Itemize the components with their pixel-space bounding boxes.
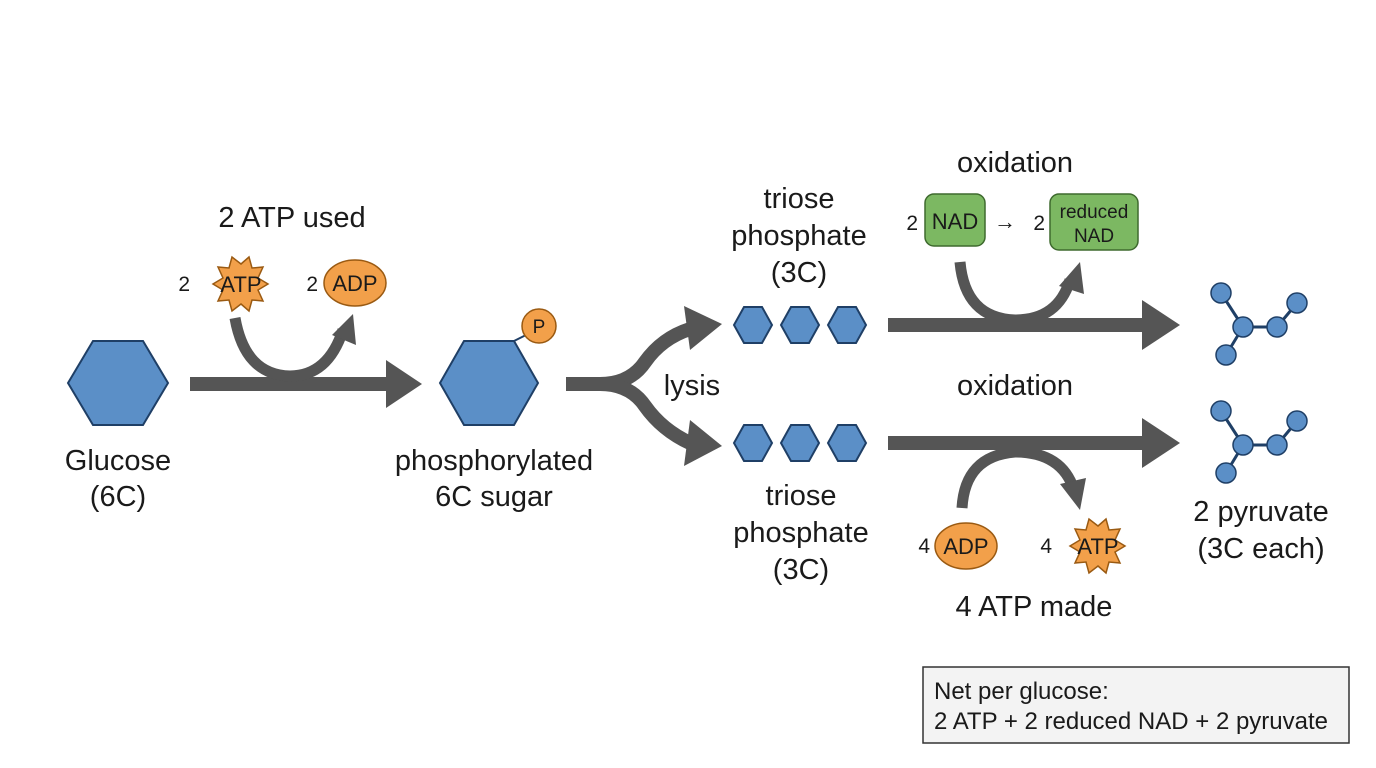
atp-starburst-icon-bottom [1068, 517, 1127, 575]
pyruvate-line2: (3C each) [1197, 533, 1324, 565]
lysis-label: lysis [664, 370, 720, 402]
oxidation-top-label: oxidation [957, 147, 1073, 179]
triose-top-hexagon-chain-icon [732, 306, 868, 344]
step1-curved-arrowhead [332, 314, 356, 345]
reduced-nad-box-icon [1049, 193, 1139, 251]
pyruvate-molecule-bottom-icon [1210, 400, 1308, 484]
pyruvate-molecule-top-icon [1210, 282, 1308, 366]
oxidation-top-reduced-line1: reduced [1060, 202, 1129, 223]
triose-bottom-line3: (3C) [773, 554, 829, 586]
lysis-split-arrow: lysis [566, 306, 722, 466]
triose-bottom-group: triose phosphate (3C) [732, 424, 869, 586]
step1-atp-used: 2 ATP used 2 ATP 2 ADP [178, 202, 387, 382]
triose-bottom-line1: triose [766, 480, 837, 512]
glucose-group: Glucose (6C) [65, 340, 171, 513]
phosphate-label: P [533, 317, 546, 338]
arrow-bottom-to-pyruvate [888, 418, 1180, 468]
triose-top-group: triose phosphate (3C) [731, 183, 868, 344]
oxidation-bottom-group: oxidation 4 ADP 4 ATP 4 ATP made [918, 370, 1127, 623]
triose-top-line1: triose [764, 183, 835, 215]
step1-adp-label: ADP [332, 271, 377, 296]
oxidation-bottom-curved-arrow [956, 446, 1080, 509]
step1-header: 2 ATP used [218, 202, 365, 234]
glucose-name: Glucose [65, 445, 171, 477]
oxidation-bottom-footer: 4 ATP made [956, 591, 1113, 623]
adp-ellipse-icon [323, 259, 387, 307]
oxidation-top-reduced-line2: NAD [1074, 226, 1114, 247]
net-line1: Net per glucose: [934, 678, 1109, 705]
phosphorylated-group: P phosphorylated 6C sugar [395, 308, 593, 513]
oxidation-bottom-adp-label: ADP [943, 534, 988, 559]
triose-bottom-line2: phosphate [733, 517, 868, 549]
triose-top-line3: (3C) [771, 257, 827, 289]
arrow-glucose-to-phosphorylated [190, 360, 422, 408]
oxidation-bottom-label: oxidation [957, 370, 1073, 402]
oxidation-top-curved-arrowhead [1059, 262, 1084, 294]
oxidation-top-arrow-glyph: → [994, 209, 1016, 234]
oxidation-bottom-atp-label: ATP [1077, 534, 1118, 559]
oxidation-bottom-atp-coef: 4 [1040, 535, 1052, 558]
oxidation-top-reduced-coef: 2 [1033, 212, 1045, 235]
oxidation-top-nad-coef: 2 [906, 212, 918, 235]
nad-box-icon [924, 193, 986, 247]
net-line2: 2 ATP + 2 reduced NAD + 2 pyruvate [934, 708, 1328, 735]
glucose-hexagon-icon [66, 340, 170, 426]
step1-curved-arrow [229, 316, 349, 382]
oxidation-bottom-adp-coef: 4 [918, 535, 930, 558]
oxidation-top-nad-label: NAD [932, 209, 978, 234]
oxidation-top-curved-arrow [954, 261, 1076, 326]
pyruvate-line1: 2 pyruvate [1193, 496, 1328, 528]
glucose-carbons: (6C) [90, 481, 146, 513]
phosphorylated-line2: 6C sugar [435, 481, 553, 513]
oxidation-top-group: oxidation 2 NAD → 2 reduced NAD [906, 147, 1139, 326]
adp-ellipse-icon-bottom [934, 522, 998, 570]
arrow-top-to-pyruvate [888, 300, 1180, 350]
step1-adp-coef: 2 [306, 273, 318, 296]
phosphorylated-line1: phosphorylated [395, 445, 593, 477]
triose-top-line2: phosphate [731, 220, 866, 252]
net-summary-box: Net per glucose: 2 ATP + 2 reduced NAD +… [922, 666, 1350, 744]
phosphorylated-hexagon-icon [438, 340, 540, 426]
step1-atp-coef: 2 [178, 273, 190, 296]
oxidation-bottom-curved-arrowhead [1060, 478, 1086, 510]
atp-starburst-icon [211, 255, 270, 313]
triose-bottom-hexagon-chain-icon [732, 424, 868, 462]
phosphate-circle-icon [521, 308, 557, 344]
step1-atp-label: ATP [220, 272, 261, 297]
